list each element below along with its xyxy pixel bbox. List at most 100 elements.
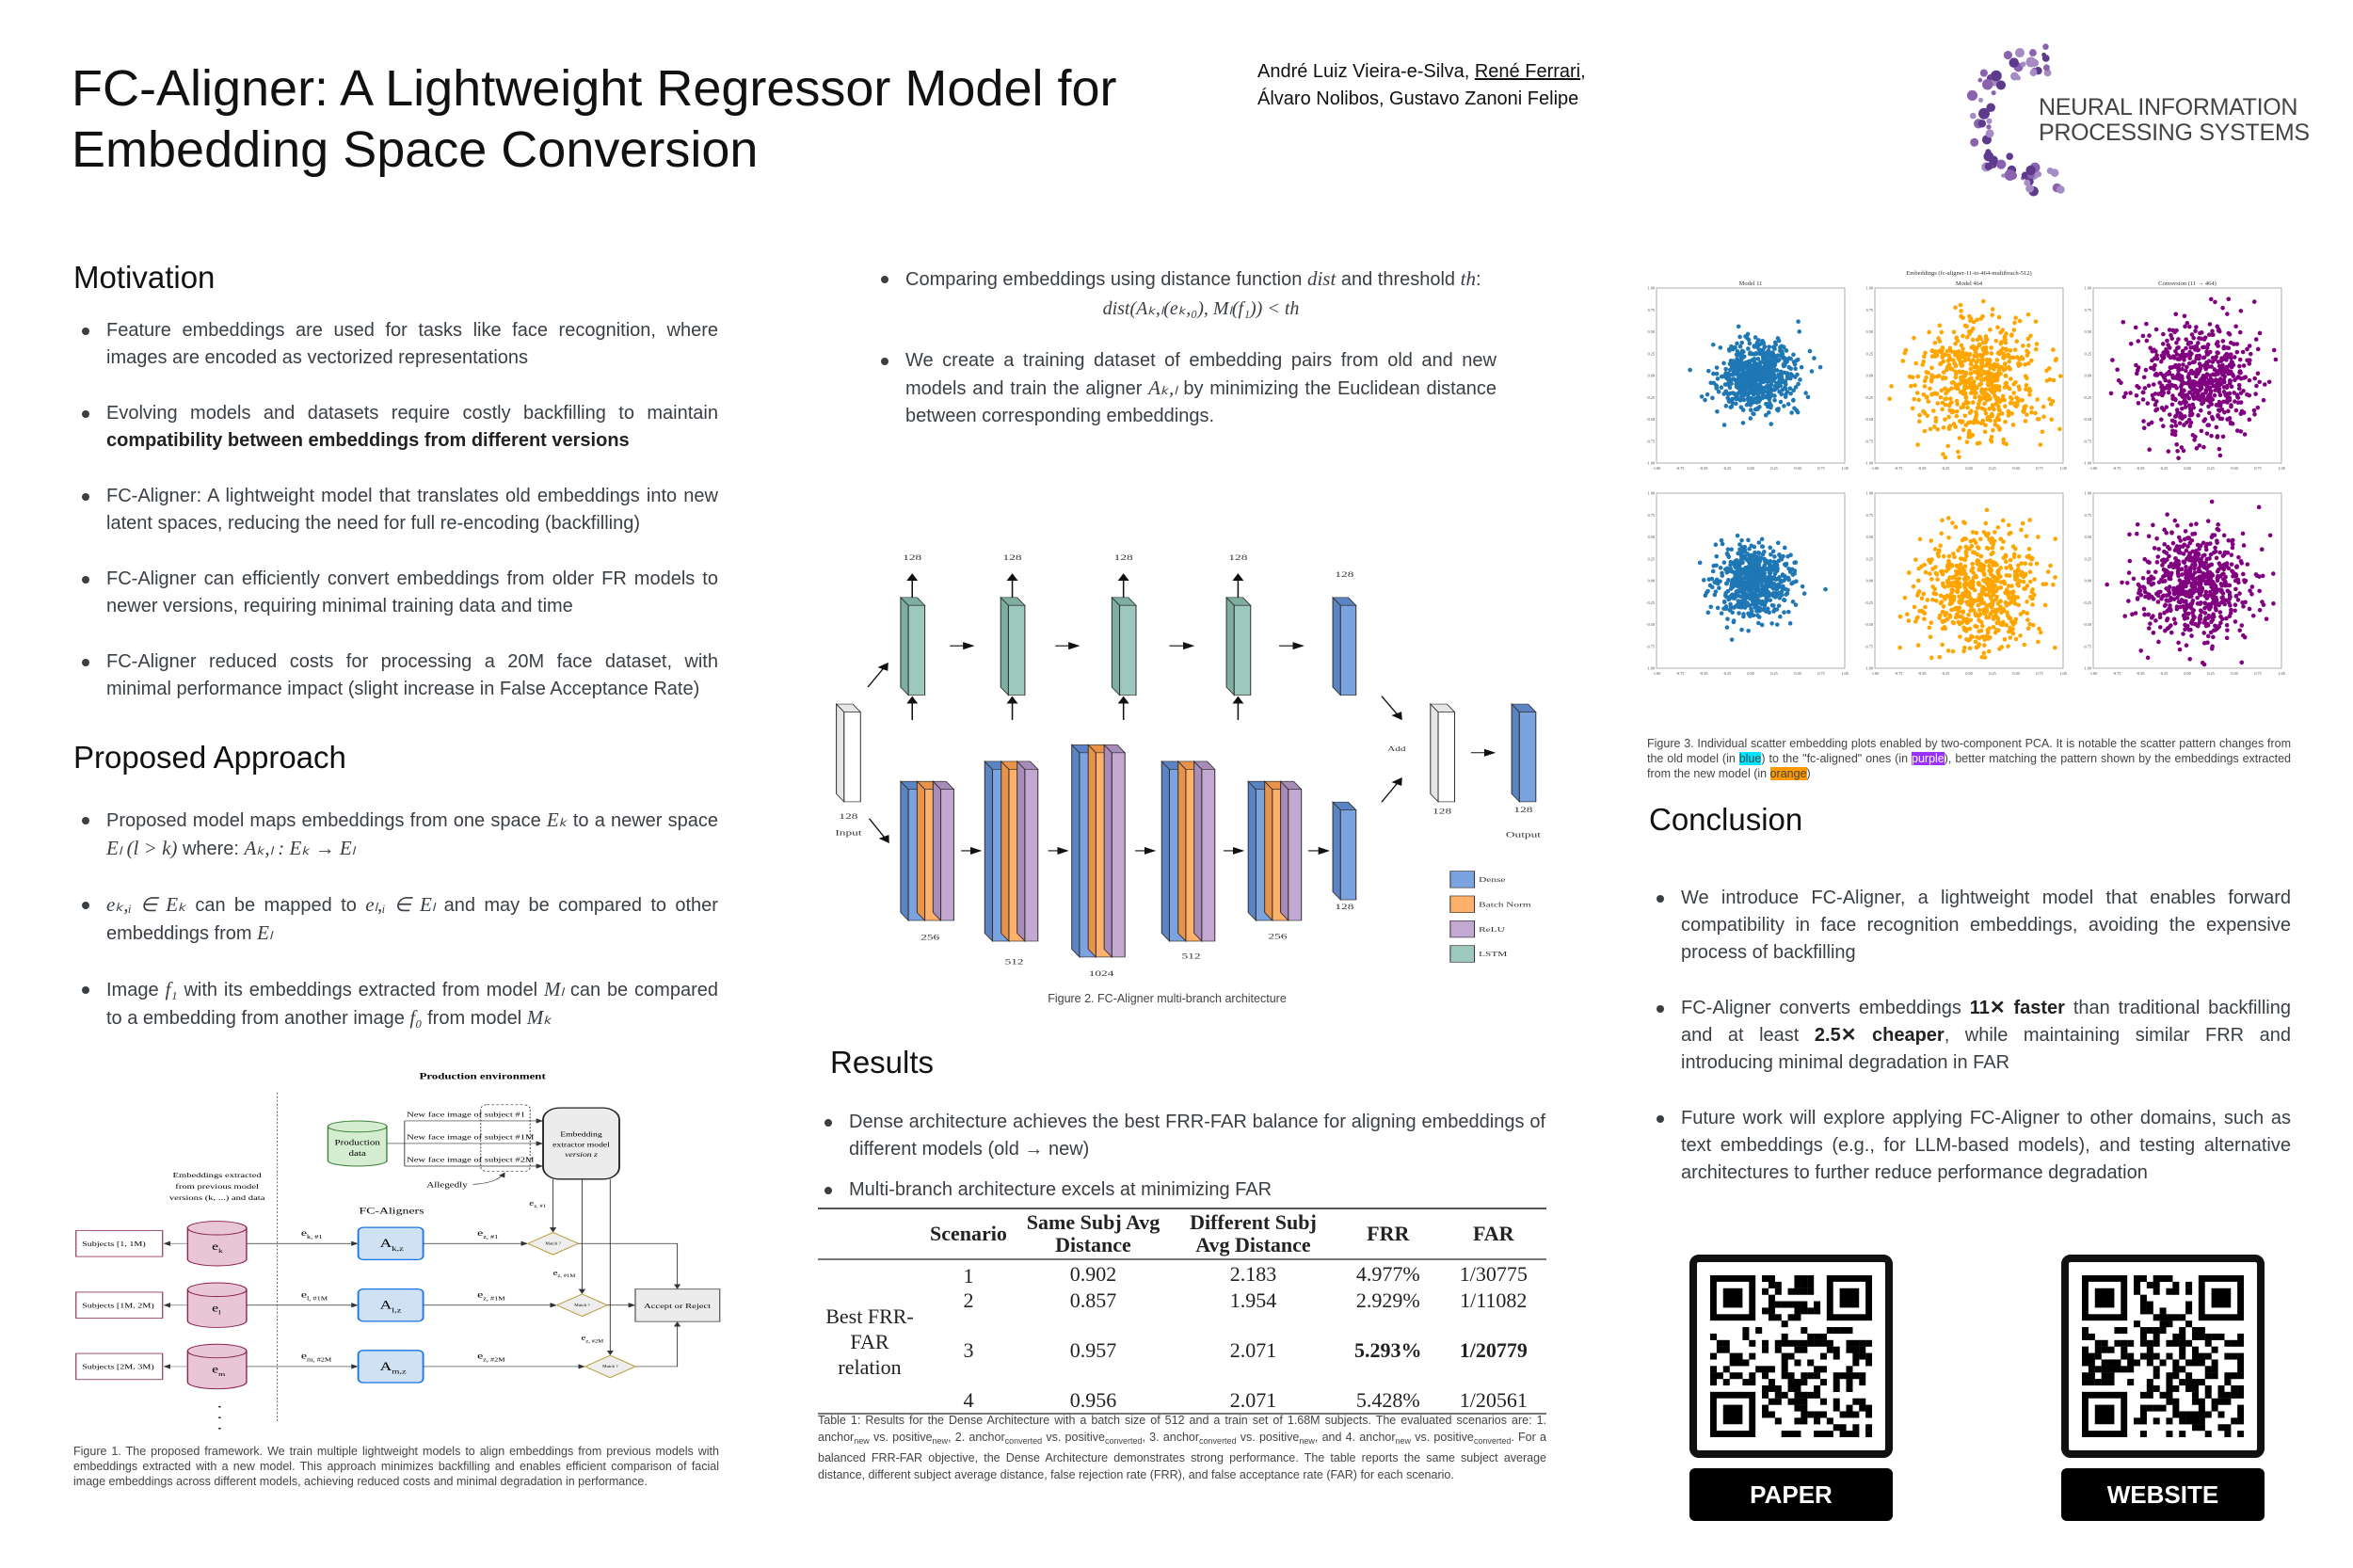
scatter-point: [2190, 360, 2196, 365]
dense-bn-relu-block-relu: [932, 780, 955, 922]
db-label-base: e: [212, 1364, 218, 1375]
scatter-point: [2153, 402, 2158, 408]
qr-module: [2198, 1359, 2205, 1367]
scatter-point: [1961, 648, 1966, 654]
scatter-point: [2191, 608, 2197, 613]
y-tick-label: 0.00: [2085, 374, 2091, 378]
x-tick-label: -1.00: [1653, 671, 1661, 676]
scatter-point: [2213, 388, 2217, 392]
scatter-point: [2166, 353, 2171, 359]
table-row: 4 0.956 2.071 5.428% 1/20561: [818, 1388, 1546, 1415]
scatter-point: [2183, 611, 2188, 616]
qr-module: [2153, 1333, 2160, 1340]
scatter-point: [1752, 544, 1757, 550]
scatter-point: [2225, 312, 2230, 316]
qr-module: [2231, 1391, 2238, 1399]
qr-module: [1755, 1327, 1763, 1335]
column-header: Same Subj Avg Distance: [1016, 1208, 1171, 1260]
qr-finder: [1722, 1404, 1743, 1425]
text-segment: from model: [422, 1008, 527, 1029]
website-link[interactable]: WEBSITE: [2061, 1255, 2265, 1521]
paper-qr-code[interactable]: [1689, 1255, 1893, 1458]
scatter-point: [2232, 391, 2237, 395]
scatter-point: [2243, 375, 2249, 379]
qr-module: [2088, 1359, 2095, 1367]
scatter-point: [2236, 386, 2242, 392]
x-tick-label: 0.75: [2036, 671, 2042, 676]
qr-module: [2159, 1307, 2167, 1315]
prev-embeddings-label: versions (k, ...) and data: [169, 1193, 265, 1201]
scatter-point: [1995, 585, 2001, 591]
scatter-point: [2216, 328, 2221, 333]
qr-module: [2166, 1384, 2173, 1392]
qr-module: [2146, 1391, 2153, 1399]
text-segment: Future work will explore applying FC-Ali…: [1681, 1108, 2291, 1183]
scatter-point: [2229, 384, 2234, 390]
scatter-point: [2169, 336, 2174, 341]
paper-button[interactable]: PAPER: [1689, 1468, 1893, 1521]
subjects-label: Subjects [1, 1M): [82, 1240, 146, 1247]
scatter-point: [2208, 589, 2213, 595]
scatter-point: [2215, 403, 2220, 408]
scatter-point: [1933, 349, 1938, 355]
scatter-point: [2146, 569, 2151, 575]
qr-module: [2237, 1372, 2245, 1380]
qr-module: [2185, 1372, 2193, 1380]
scatter-point: [1965, 379, 1971, 385]
scatter-point: [2040, 429, 2045, 435]
add-block: [1429, 702, 1456, 804]
scatter-point: [1938, 394, 1944, 400]
qr-module: [1781, 1359, 1788, 1367]
scatter-point: [1955, 583, 1960, 588]
qr-module: [2179, 1417, 2186, 1425]
scatter-point: [2211, 550, 2217, 555]
scatter-point: [2136, 401, 2141, 406]
scatter-point: [1972, 587, 1977, 593]
scatter-point: [1743, 363, 1748, 369]
scatter-point: [1993, 584, 1997, 588]
scatter-point: [2153, 618, 2158, 623]
scatter-point: [2227, 391, 2233, 396]
x-tick-label: -0.25: [1723, 671, 1732, 676]
scatter-point: [1757, 607, 1762, 613]
qr-module: [1774, 1301, 1782, 1308]
qr-module: [2211, 1366, 2218, 1373]
qr-module: [2107, 1346, 2115, 1353]
scatter-point: [2198, 377, 2203, 383]
scatter-point: [2121, 319, 2126, 325]
scatter-point: [2234, 349, 2240, 355]
scatter-point: [2172, 518, 2178, 523]
scatter-point: [1735, 602, 1740, 607]
paper-link[interactable]: PAPER: [1689, 1255, 1893, 1521]
qr-module: [2088, 1352, 2095, 1360]
text-segment: 2.5✕ cheaper: [1814, 1025, 1945, 1046]
qr-module: [1814, 1391, 1821, 1399]
scatter-point: [2013, 569, 2019, 575]
qr-module: [2139, 1411, 2147, 1418]
scatter-point: [1738, 568, 1744, 574]
scatter-point: [2010, 619, 2016, 625]
scatter-point: [1953, 305, 1958, 311]
scatter-point: [1960, 537, 1965, 543]
qr-module: [2204, 1384, 2212, 1392]
qr-module: [1762, 1275, 1769, 1283]
website-button[interactable]: WEBSITE: [2061, 1468, 2265, 1521]
scatter-point: [1747, 395, 1752, 401]
scatter-point: [1976, 373, 1981, 378]
qr-module: [2204, 1339, 2212, 1347]
input-block-side: [836, 702, 845, 804]
scatter-point: [1787, 386, 1793, 392]
scatter-point: [1764, 350, 1769, 356]
website-qr-code[interactable]: [2061, 1255, 2265, 1458]
scatter-point: [1768, 385, 1772, 391]
scatter-point: [2259, 547, 2265, 552]
input-block-front: [843, 712, 861, 803]
cell-frr: 5.428%: [1336, 1388, 1441, 1415]
scatter-point: [2189, 411, 2195, 417]
scatter-point: [1728, 568, 1733, 574]
scatter-point: [1973, 639, 1978, 645]
qr-module: [1852, 1372, 1860, 1380]
scatter-point: [2178, 353, 2183, 358]
scatter-point: [2165, 626, 2170, 632]
x-tick-label: -0.25: [1723, 466, 1732, 471]
